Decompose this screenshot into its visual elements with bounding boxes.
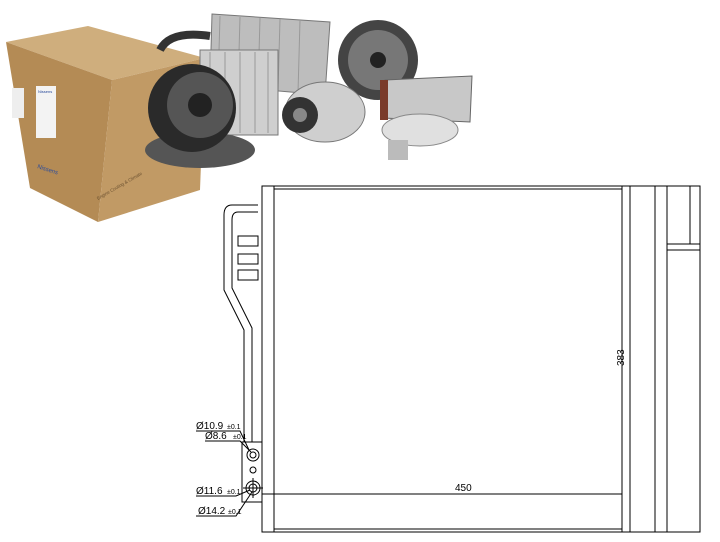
callout-diameter: Ø10.9 bbox=[196, 421, 224, 432]
port-upper bbox=[246, 448, 260, 462]
callout-tolerance: ±0.1 bbox=[227, 489, 241, 496]
diameter-callouts: Ø10.9 ±0.1 Ø8.6 ±0.1 Ø11.6 ±0.1 Ø14.2 ±0… bbox=[196, 421, 247, 517]
left-tank bbox=[261, 185, 275, 533]
condenser-core bbox=[273, 185, 623, 533]
callout-tolerance: ±0.1 bbox=[228, 509, 242, 516]
callout-tolerance: ±0.1 bbox=[227, 424, 241, 431]
product-photo: Nissens Nissens Engine Cooling & Climate bbox=[6, 13, 473, 222]
nissens-box: Nissens Nissens Engine Cooling & Climate bbox=[6, 26, 205, 222]
width-label: 450 bbox=[455, 483, 472, 494]
callout-diameter: Ø11.6 bbox=[196, 486, 223, 497]
compressor-photo bbox=[282, 81, 366, 143]
callout-diameter: Ø8.6 bbox=[205, 431, 227, 442]
connector-flange bbox=[241, 441, 263, 503]
product-label bbox=[36, 86, 56, 138]
callout-diameter: Ø14.2 bbox=[198, 506, 226, 517]
drier-bracket bbox=[667, 185, 701, 533]
box-brand-label: Nissens bbox=[38, 89, 52, 94]
heater-core-photo bbox=[380, 75, 473, 123]
height-label: 383 bbox=[616, 349, 627, 366]
receiver-drier-photo bbox=[381, 113, 459, 160]
right-tank bbox=[654, 185, 668, 533]
blower-motor-photo bbox=[145, 64, 255, 168]
technical-drawing bbox=[196, 185, 701, 533]
barcode-label bbox=[12, 88, 24, 118]
callout-tolerance: ±0.1 bbox=[233, 434, 247, 441]
inlet-pipe bbox=[223, 204, 258, 442]
